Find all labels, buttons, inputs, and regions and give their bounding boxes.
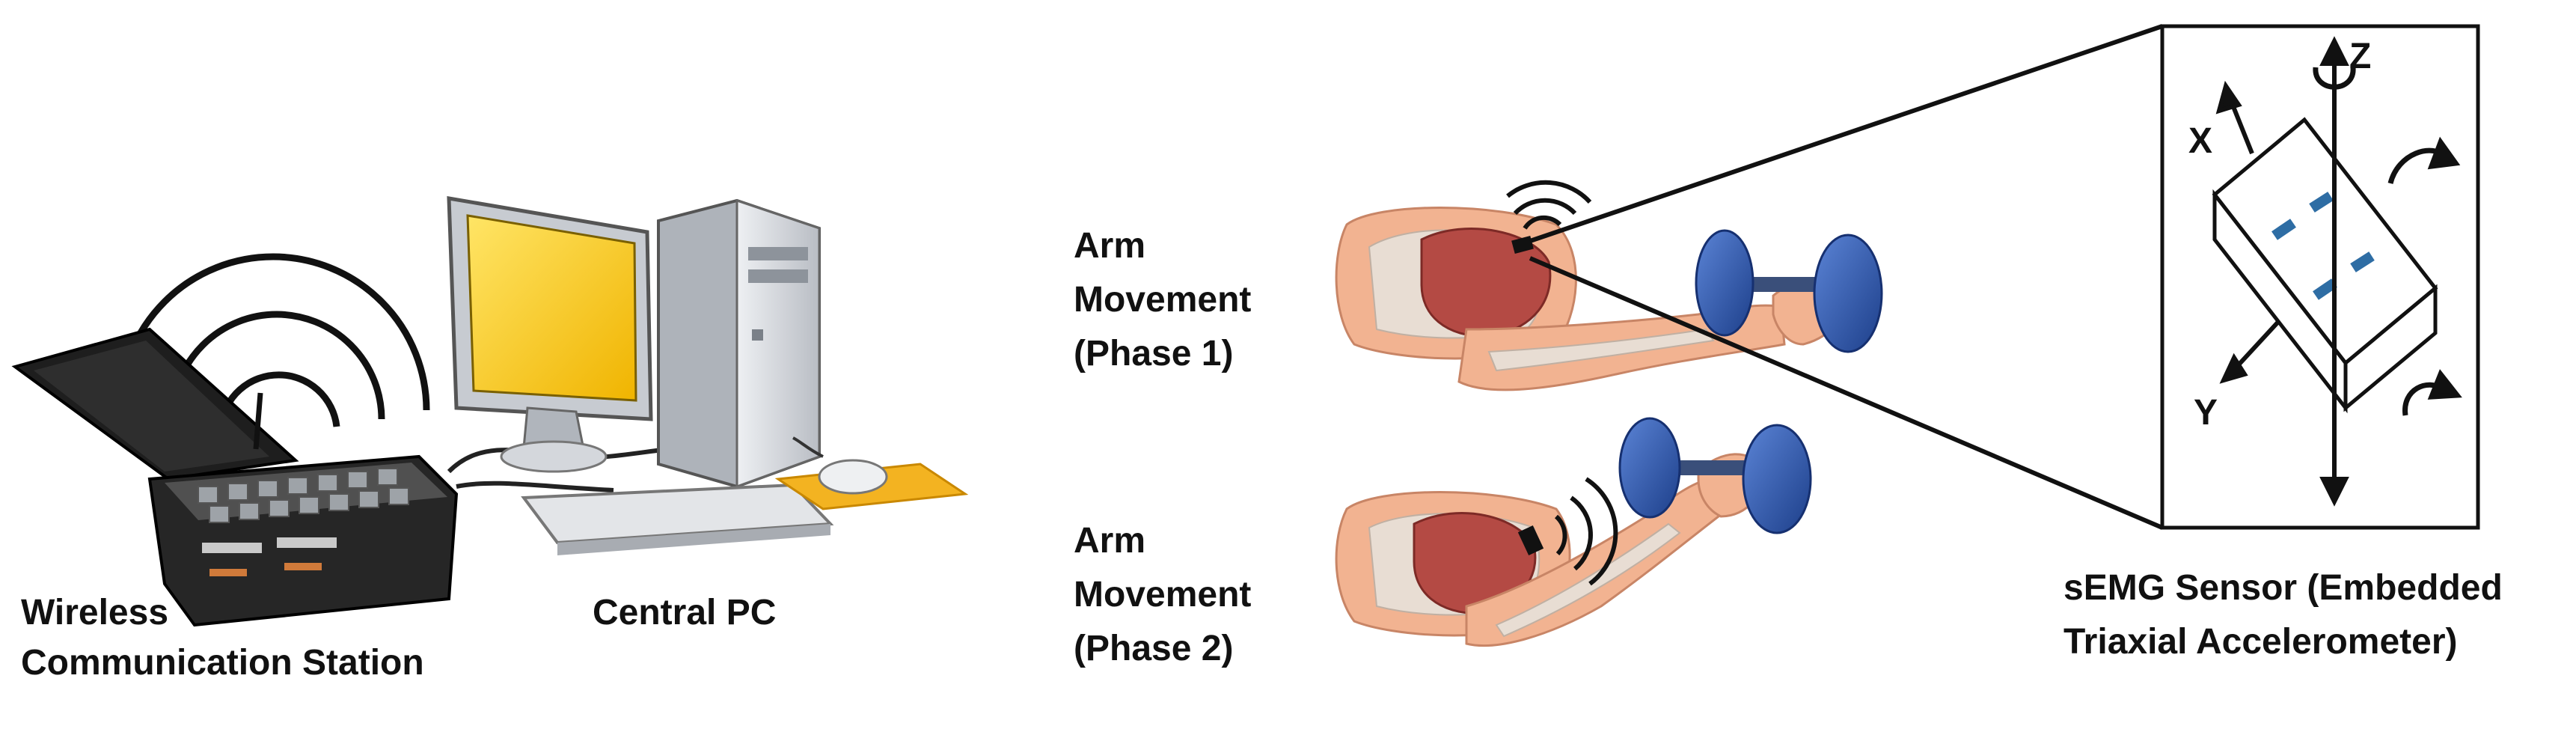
arm-phase2 xyxy=(1335,417,1812,647)
label-phase2-line3: (Phase 2) xyxy=(1074,629,1234,668)
label-central-pc: Central PC xyxy=(593,593,777,632)
x-rotation-icon xyxy=(2387,136,2461,185)
axis-label-y: Y xyxy=(2194,393,2218,433)
accelerometer-inset xyxy=(2160,24,2480,530)
semg-sensor-icon xyxy=(1517,525,1544,556)
z-rotation-icon xyxy=(2313,67,2356,90)
axis-label-z: Z xyxy=(2349,37,2372,76)
sensor-signal-icon xyxy=(1554,477,1618,586)
z-axis-arrow-icon xyxy=(2319,36,2349,507)
label-sensor-line1: sEMG Sensor (Embedded xyxy=(2063,568,2503,608)
y-axis-arrow-icon xyxy=(2219,320,2280,384)
x-axis-arrow-icon xyxy=(2215,80,2254,155)
sensor-cube xyxy=(2212,117,2438,414)
accelerometer-dashes xyxy=(2271,192,2375,300)
label-phase1-line2: Movement xyxy=(1074,280,1252,320)
dumbbell-icon xyxy=(1618,417,1812,534)
central-pc xyxy=(447,196,969,555)
label-station-line1: Wireless xyxy=(21,593,169,632)
label-phase2-line1: Arm xyxy=(1074,521,1146,561)
wireless-station xyxy=(11,253,459,627)
label-phase1-line1: Arm xyxy=(1074,226,1146,266)
label-sensor-line2: Triaxial Accelerometer) xyxy=(2063,622,2458,662)
zoom-lines xyxy=(1529,24,2164,530)
axis-label-x: X xyxy=(2188,121,2213,161)
dumbbell-icon xyxy=(1695,229,1883,353)
y-rotation-icon xyxy=(2402,369,2462,416)
label-phase1-line3: (Phase 1) xyxy=(1074,334,1234,373)
sensor-signal-icon xyxy=(1506,180,1592,230)
semg-sensor-icon xyxy=(1511,235,1534,254)
label-phase2-line2: Movement xyxy=(1074,575,1252,614)
arm-phase1 xyxy=(1335,180,1883,391)
label-station-line2: Communication Station xyxy=(21,643,424,683)
